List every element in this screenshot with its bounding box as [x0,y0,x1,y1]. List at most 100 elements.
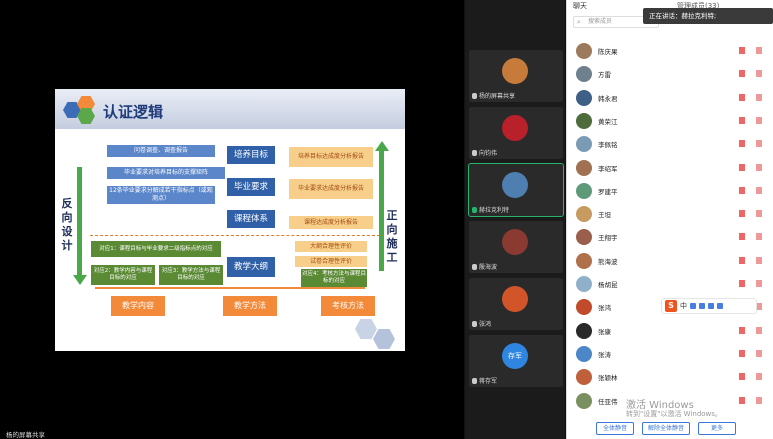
avatar [502,115,528,141]
ime-tool-icon[interactable] [708,303,714,309]
mic-muted-icon[interactable] [739,210,745,218]
left-box-indicators: 12条毕业要求分解成若干指标点（或观测点） [107,186,215,204]
member-name: 方雷 [598,71,611,80]
video-tile[interactable]: 张鸿 [469,278,563,330]
mic-muted-icon[interactable] [739,233,745,241]
video-tile[interactable]: 杨的屏幕共享 [469,50,563,102]
member-row[interactable]: 李佩铭 [567,133,773,155]
member-row[interactable]: 李绍军 [567,157,773,179]
mic-icon [472,149,477,156]
member-row[interactable]: 张涛 [567,343,773,365]
member-row[interactable]: 张颖林 [567,366,773,388]
video-tile[interactable]: 向钧伟 [469,107,563,159]
tile-name: 杨的屏幕共享 [479,93,516,100]
more-button[interactable]: 更多 [698,422,736,435]
mic-muted-icon[interactable] [739,70,745,78]
avatar [576,89,592,106]
member-row[interactable]: 黄荣江 [567,110,773,132]
mic-muted-icon[interactable] [739,256,745,264]
camera-off-icon[interactable] [756,303,762,311]
camera-off-icon[interactable] [756,373,762,381]
mic-muted-icon[interactable] [739,47,745,54]
video-tile-active-speaker[interactable]: 赫拉克利特 [468,163,564,217]
camera-off-icon[interactable] [756,186,762,194]
reverse-design-label: 反 向 设 计 [61,197,73,252]
ime-tool-icon[interactable] [699,303,705,309]
camera-off-icon[interactable] [756,163,762,171]
forward-construction-label: 正 向 施 工 [386,209,398,264]
down-arrow-head [73,275,87,285]
mic-muted-icon[interactable] [739,140,745,148]
camera-off-icon[interactable] [756,93,762,101]
member-row[interactable]: 王坦 [567,203,773,225]
member-row[interactable]: 王翔宇 [567,226,773,248]
camera-off-icon[interactable] [756,210,762,218]
mic-icon [472,263,477,270]
ime-tool-icon[interactable] [690,303,696,309]
member-row[interactable]: 韩永君 [567,87,773,109]
participant-video-column[interactable]: 杨的屏幕共享 向钧伟 赫拉克利特 殷海波 张鸿 存军 蒋存军 [465,0,565,439]
camera-off-icon[interactable] [756,70,762,78]
avatar [576,322,592,339]
avatar [576,66,592,83]
member-row[interactable]: 张康 [567,320,773,342]
member-row[interactable]: 罗建平 [567,180,773,202]
video-tile[interactable]: 存军 蒋存军 [469,335,563,387]
camera-off-icon[interactable] [756,326,762,334]
ime-mode-label[interactable]: 中 [680,302,687,310]
member-name: 王坦 [598,211,611,220]
camera-off-icon[interactable] [756,140,762,148]
mic-muted-icon[interactable] [739,280,745,287]
members-tab[interactable]: 管理成员(33) [677,2,720,10]
dashed-divider [90,235,380,236]
mic-muted-icon[interactable] [739,396,745,404]
ime-toolbar[interactable]: S 中 [661,298,757,314]
member-row[interactable]: 陈庆果 [567,40,773,62]
mic-muted-icon[interactable] [739,163,745,171]
member-name: 罗建平 [598,187,618,196]
mic-muted-icon[interactable] [739,373,745,381]
member-name: 张康 [598,327,611,336]
avatar [576,345,592,362]
members-panel: 聊天 管理成员(33) 搜索成员 ⌕ 正在讲话：赫拉克利特; 陈庆果方雷韩永君黄… [566,0,773,439]
camera-off-icon[interactable] [756,280,762,287]
center-box-graduation-req: 毕业要求 [227,178,275,196]
mic-muted-icon[interactable] [739,186,745,194]
mic-muted-icon[interactable] [739,326,745,334]
screen-share-label: 杨的屏幕共享 [6,431,45,439]
mute-all-button[interactable]: 全体静音 [596,422,634,435]
avatar [576,276,592,292]
avatar [576,159,592,176]
left-box-survey: 问卷调查、调查报告 [107,145,215,157]
member-row[interactable]: 杨胡昆 [567,273,773,295]
member-name: 李佩铭 [598,141,618,150]
mic-muted-icon[interactable] [739,116,745,124]
sogou-icon[interactable]: S [665,300,677,312]
member-row[interactable]: 方雷 [567,63,773,85]
share-bottom-bar: 杨的屏幕共享 [0,428,464,439]
windows-watermark-sub: 转到"设置"以激活 Windows。 [626,410,722,418]
avatar [576,43,592,59]
unmute-all-button[interactable]: 解除全体静音 [642,422,690,435]
chat-tab[interactable]: 聊天 [573,2,587,10]
member-row[interactable]: 熊海波 [567,250,773,272]
speaking-toast: 正在讲话：赫拉克利特; [643,8,773,24]
member-name: 韩永君 [598,94,618,103]
mic-muted-icon[interactable] [739,349,745,357]
camera-off-icon[interactable] [756,47,762,54]
video-tile[interactable]: 殷海波 [469,221,563,273]
avatar [576,206,592,223]
camera-off-icon[interactable] [756,349,762,357]
member-name: 张颖林 [598,374,618,383]
camera-off-icon[interactable] [756,233,762,241]
avatar [576,112,592,129]
avatar [576,252,592,269]
mic-muted-icon[interactable] [739,93,745,101]
camera-off-icon[interactable] [756,116,762,124]
camera-off-icon[interactable] [756,396,762,404]
camera-off-icon[interactable] [756,256,762,264]
green-box-mapping-4: 对应4：考核方法与课程目标的对应 [301,269,367,287]
member-row[interactable]: 任亚伟 [567,390,773,412]
ime-tool-icon[interactable] [717,303,723,309]
avatar [576,369,592,386]
